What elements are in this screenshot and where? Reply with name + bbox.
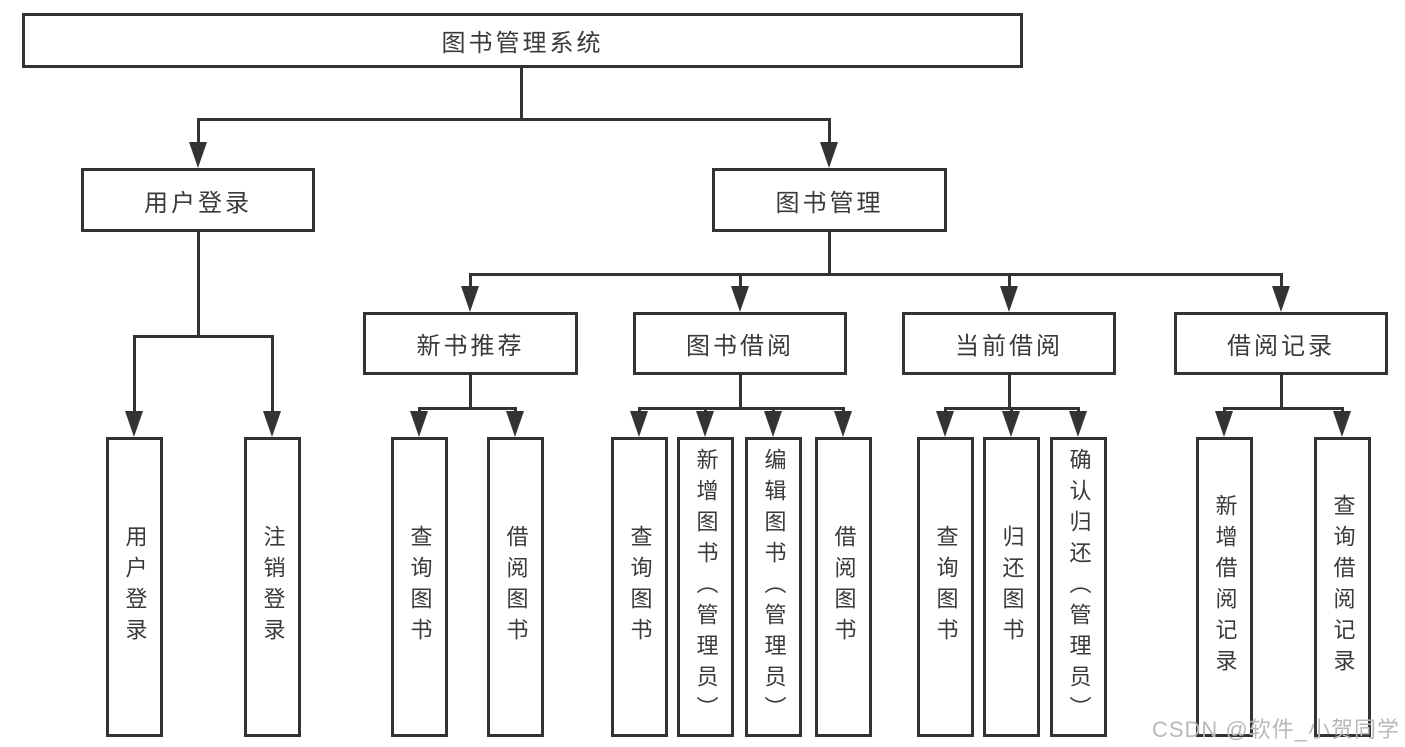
- arrow-down-icon: [1002, 411, 1020, 437]
- connector-line: [133, 335, 274, 338]
- connector-line: [469, 375, 472, 407]
- leaf-current-return-books-label: 归还图书: [999, 525, 1025, 649]
- connector-line: [1280, 375, 1283, 407]
- connector-line: [638, 407, 845, 410]
- leaf-logout-label: 注销登录: [260, 525, 286, 649]
- connector-line: [469, 273, 472, 288]
- arrow-down-icon: [506, 411, 524, 437]
- arrow-down-icon: [936, 411, 954, 437]
- arrow-down-icon: [1272, 286, 1290, 312]
- connector-line: [469, 273, 1283, 276]
- connector-line: [520, 68, 523, 118]
- leaf-current-query-books-label: 查询图书: [933, 525, 959, 649]
- node-current-borrowing-label: 当前借阅: [955, 333, 1063, 360]
- arrow-down-icon: [1069, 411, 1087, 437]
- node-borrowing-records-label: 借阅记录: [1227, 333, 1335, 360]
- connector-line: [197, 118, 831, 121]
- arrow-down-icon: [1333, 411, 1351, 437]
- connector-line: [271, 335, 274, 415]
- leaf-borrow-query-books-label: 查询图书: [627, 525, 653, 649]
- leaf-borrow-edit-books-admin-label: 编辑图书（管理员）: [761, 447, 787, 727]
- leaf-current-query-books: 查询图书: [917, 437, 974, 737]
- arrow-down-icon: [1215, 411, 1233, 437]
- connector-line: [1280, 273, 1283, 288]
- connector-line: [739, 375, 742, 407]
- leaf-current-confirm-return-admin-label: 确认归还（管理员）: [1066, 447, 1092, 727]
- arrow-down-icon: [764, 411, 782, 437]
- node-book-management-label: 图书管理: [775, 189, 884, 217]
- node-root: 图书管理系统: [22, 13, 1023, 68]
- node-borrowing-records: 借阅记录: [1174, 312, 1388, 375]
- node-book-borrowing: 图书借阅: [633, 312, 847, 375]
- leaf-recommend-query-books-label: 查询图书: [407, 525, 433, 649]
- leaf-records-query-record-label: 查询借阅记录: [1330, 494, 1356, 680]
- leaf-logout: 注销登录: [244, 437, 301, 737]
- connector-line: [1008, 273, 1011, 288]
- arrow-down-icon: [263, 411, 281, 437]
- connector-line: [828, 232, 831, 273]
- arrow-down-icon: [410, 411, 428, 437]
- watermark: CSDN @软件_小贺同学: [1151, 717, 1400, 742]
- connector-line: [828, 118, 831, 146]
- arrow-down-icon: [125, 411, 143, 437]
- leaf-records-query-record: 查询借阅记录: [1314, 437, 1371, 737]
- arrow-down-icon: [189, 142, 207, 168]
- node-user-login-label: 用户登录: [144, 189, 252, 217]
- connector-line: [133, 335, 136, 415]
- arrow-down-icon: [696, 411, 714, 437]
- leaf-user-login-label: 用户登录: [122, 525, 148, 649]
- arrow-down-icon: [731, 286, 749, 312]
- leaf-borrow-edit-books-admin: 编辑图书（管理员）: [745, 437, 802, 737]
- leaf-recommend-borrow-books: 借阅图书: [487, 437, 544, 737]
- node-new-book-recommend-label: 新书推荐: [416, 333, 525, 360]
- leaf-current-confirm-return-admin: 确认归还（管理员）: [1050, 437, 1107, 737]
- arrow-down-icon: [820, 142, 838, 168]
- arrow-down-icon: [1000, 286, 1018, 312]
- node-root-label: 图书管理系统: [441, 30, 604, 57]
- leaf-borrow-borrow-books: 借阅图书: [815, 437, 872, 737]
- node-current-borrowing: 当前借阅: [902, 312, 1116, 375]
- leaf-borrow-add-books-admin: 新增图书（管理员）: [677, 437, 734, 737]
- node-book-management: 图书管理: [712, 168, 947, 232]
- arrow-down-icon: [834, 411, 852, 437]
- node-new-book-recommend: 新书推荐: [363, 312, 578, 375]
- arrow-down-icon: [630, 411, 648, 437]
- arrow-down-icon: [461, 286, 479, 312]
- leaf-records-add-record: 新增借阅记录: [1196, 437, 1253, 737]
- connector-line: [197, 232, 200, 335]
- leaf-borrow-add-books-admin-label: 新增图书（管理员）: [693, 447, 719, 727]
- leaf-recommend-query-books: 查询图书: [391, 437, 448, 737]
- leaf-borrow-query-books: 查询图书: [611, 437, 668, 737]
- leaf-borrow-borrow-books-label: 借阅图书: [831, 525, 857, 649]
- leaf-current-return-books: 归还图书: [983, 437, 1040, 737]
- connector-line: [197, 118, 200, 146]
- connector-line: [418, 407, 517, 410]
- leaf-recommend-borrow-books-label: 借阅图书: [503, 525, 529, 649]
- leaf-records-add-record-label: 新增借阅记录: [1212, 494, 1238, 680]
- leaf-user-login: 用户登录: [106, 437, 163, 737]
- node-user-login: 用户登录: [81, 168, 315, 232]
- node-book-borrowing-label: 图书借阅: [686, 333, 794, 360]
- connector-line: [739, 273, 742, 288]
- connector-line: [1223, 407, 1343, 410]
- connector-line: [1008, 375, 1011, 407]
